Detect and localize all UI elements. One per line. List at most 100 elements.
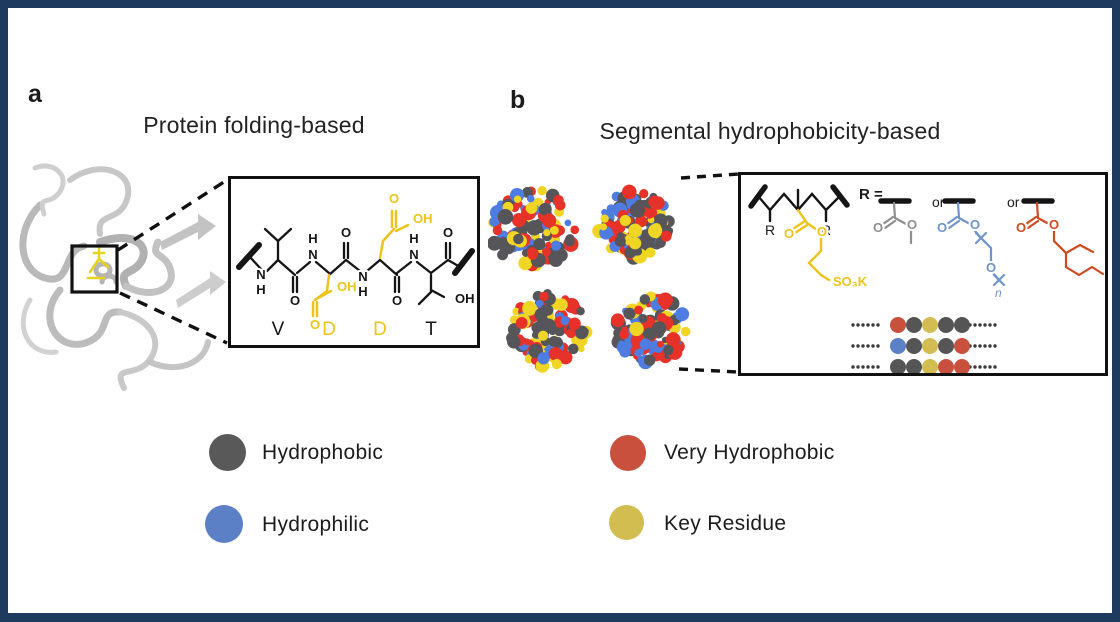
monomer-dot <box>938 359 954 375</box>
sulfonate-side-chain <box>791 208 831 282</box>
monomer-dot <box>988 365 992 369</box>
monomer-dot <box>851 365 855 369</box>
micelle-blob-4 <box>610 291 691 370</box>
micelle-blob-3 <box>506 288 593 373</box>
svg-text:OH: OH <box>455 291 475 306</box>
monomer-dot <box>629 237 642 250</box>
monomer-dot <box>643 354 656 366</box>
monomer-dot <box>526 194 535 203</box>
monomer-dot <box>866 323 870 327</box>
monomer-dot <box>639 338 652 351</box>
monomer-dot <box>628 223 643 238</box>
monomer-dot <box>851 344 855 348</box>
monomer-sequence-dot-rows <box>851 317 997 375</box>
svg-text:N: N <box>409 247 418 262</box>
svg-text:O: O <box>873 220 883 235</box>
monomer-dot <box>542 247 551 257</box>
monomer-dot <box>938 317 954 333</box>
monomer-dot <box>582 328 589 335</box>
monomer-dot <box>861 344 865 348</box>
monomer-dot <box>675 307 690 322</box>
monomer-dot <box>978 323 982 327</box>
svg-text:O: O <box>817 224 827 239</box>
monomer-dot <box>983 344 987 348</box>
monomer-dot <box>639 294 651 305</box>
monomer-dot <box>492 225 503 236</box>
micelle-blob-2 <box>592 184 675 265</box>
monomer-dot <box>610 313 625 328</box>
monomer-dot <box>978 365 982 369</box>
ethylhexyl-ester-option <box>1021 198 1105 277</box>
monomer-dot <box>600 214 609 223</box>
monomer-dot <box>518 256 533 271</box>
monomer-dot <box>506 332 518 344</box>
svg-text:D: D <box>322 319 336 340</box>
r-equals-label: R = <box>859 186 883 203</box>
monomer-dot <box>577 345 585 353</box>
monomer-dot <box>922 338 938 354</box>
peptide-structure: N H O H N O N H O H N O OH O OH O OH V D <box>236 189 477 340</box>
micelle-blobs-graphic <box>488 172 739 374</box>
svg-text:O: O <box>970 217 980 232</box>
svg-text:OH: OH <box>337 279 357 294</box>
monomer-dot <box>638 313 648 323</box>
monomer-dot <box>566 328 576 339</box>
monomer-dot <box>866 365 870 369</box>
svg-text:O: O <box>1016 220 1026 235</box>
monomer-dot <box>876 323 880 327</box>
monomer-dot <box>545 241 553 249</box>
monomer-dot <box>651 196 665 210</box>
svg-text:H: H <box>308 231 317 246</box>
monomer-dot <box>537 186 547 196</box>
polymer-structure: R R O O SO₃K R = O O or <box>748 184 1105 375</box>
monomer-dot <box>629 202 645 218</box>
svg-text:O: O <box>1049 217 1059 232</box>
svg-text:O: O <box>443 225 453 240</box>
monomer-dot <box>560 316 570 326</box>
svg-text:O: O <box>986 260 996 275</box>
svg-text:O: O <box>310 317 320 332</box>
monomer-dot <box>983 323 987 327</box>
monomer-dot <box>634 305 644 315</box>
zoom-region-square <box>70 244 119 294</box>
monomer-dot <box>522 301 537 316</box>
monomer-dot <box>856 344 860 348</box>
monomer-dot <box>489 216 500 227</box>
monomer-dot <box>978 344 982 348</box>
monomer-dot <box>983 365 987 369</box>
monomer-dot <box>513 195 522 203</box>
residue-letters: V D D T <box>272 319 438 340</box>
monomer-dot <box>851 323 855 327</box>
monomer-dot <box>861 365 865 369</box>
monomer-dot <box>619 329 629 340</box>
svg-text:O: O <box>392 293 402 308</box>
svg-text:V: V <box>272 319 285 340</box>
monomer-dot <box>890 359 906 375</box>
svg-text:N: N <box>256 267 265 282</box>
svg-text:O: O <box>389 191 399 206</box>
monomer-dot <box>555 298 568 311</box>
svg-text:OH: OH <box>413 211 433 226</box>
or-label-2: or <box>1007 194 1020 210</box>
monomer-dot <box>548 347 563 361</box>
monomer-dot <box>570 225 580 235</box>
svg-text:O: O <box>784 226 794 241</box>
monomer-dot <box>660 230 672 242</box>
monomer-dot <box>876 344 880 348</box>
monomer-dot <box>537 330 549 341</box>
monomer-dot <box>548 252 564 267</box>
monomer-dot <box>988 344 992 348</box>
monomer-dot <box>543 229 551 237</box>
peg-ester-option <box>942 198 1006 287</box>
very-hydrophobic-swatch <box>610 435 646 471</box>
monomer-dot <box>973 344 977 348</box>
monomer-dot <box>526 220 542 236</box>
monomer-dot <box>906 317 922 333</box>
monomer-dot <box>639 188 649 199</box>
monomer-dot <box>551 358 562 370</box>
monomer-dot <box>527 250 538 261</box>
svg-text:H: H <box>409 231 418 246</box>
monomer-dot <box>871 365 875 369</box>
monomer-dot <box>656 340 664 348</box>
monomer-dot <box>624 246 637 259</box>
